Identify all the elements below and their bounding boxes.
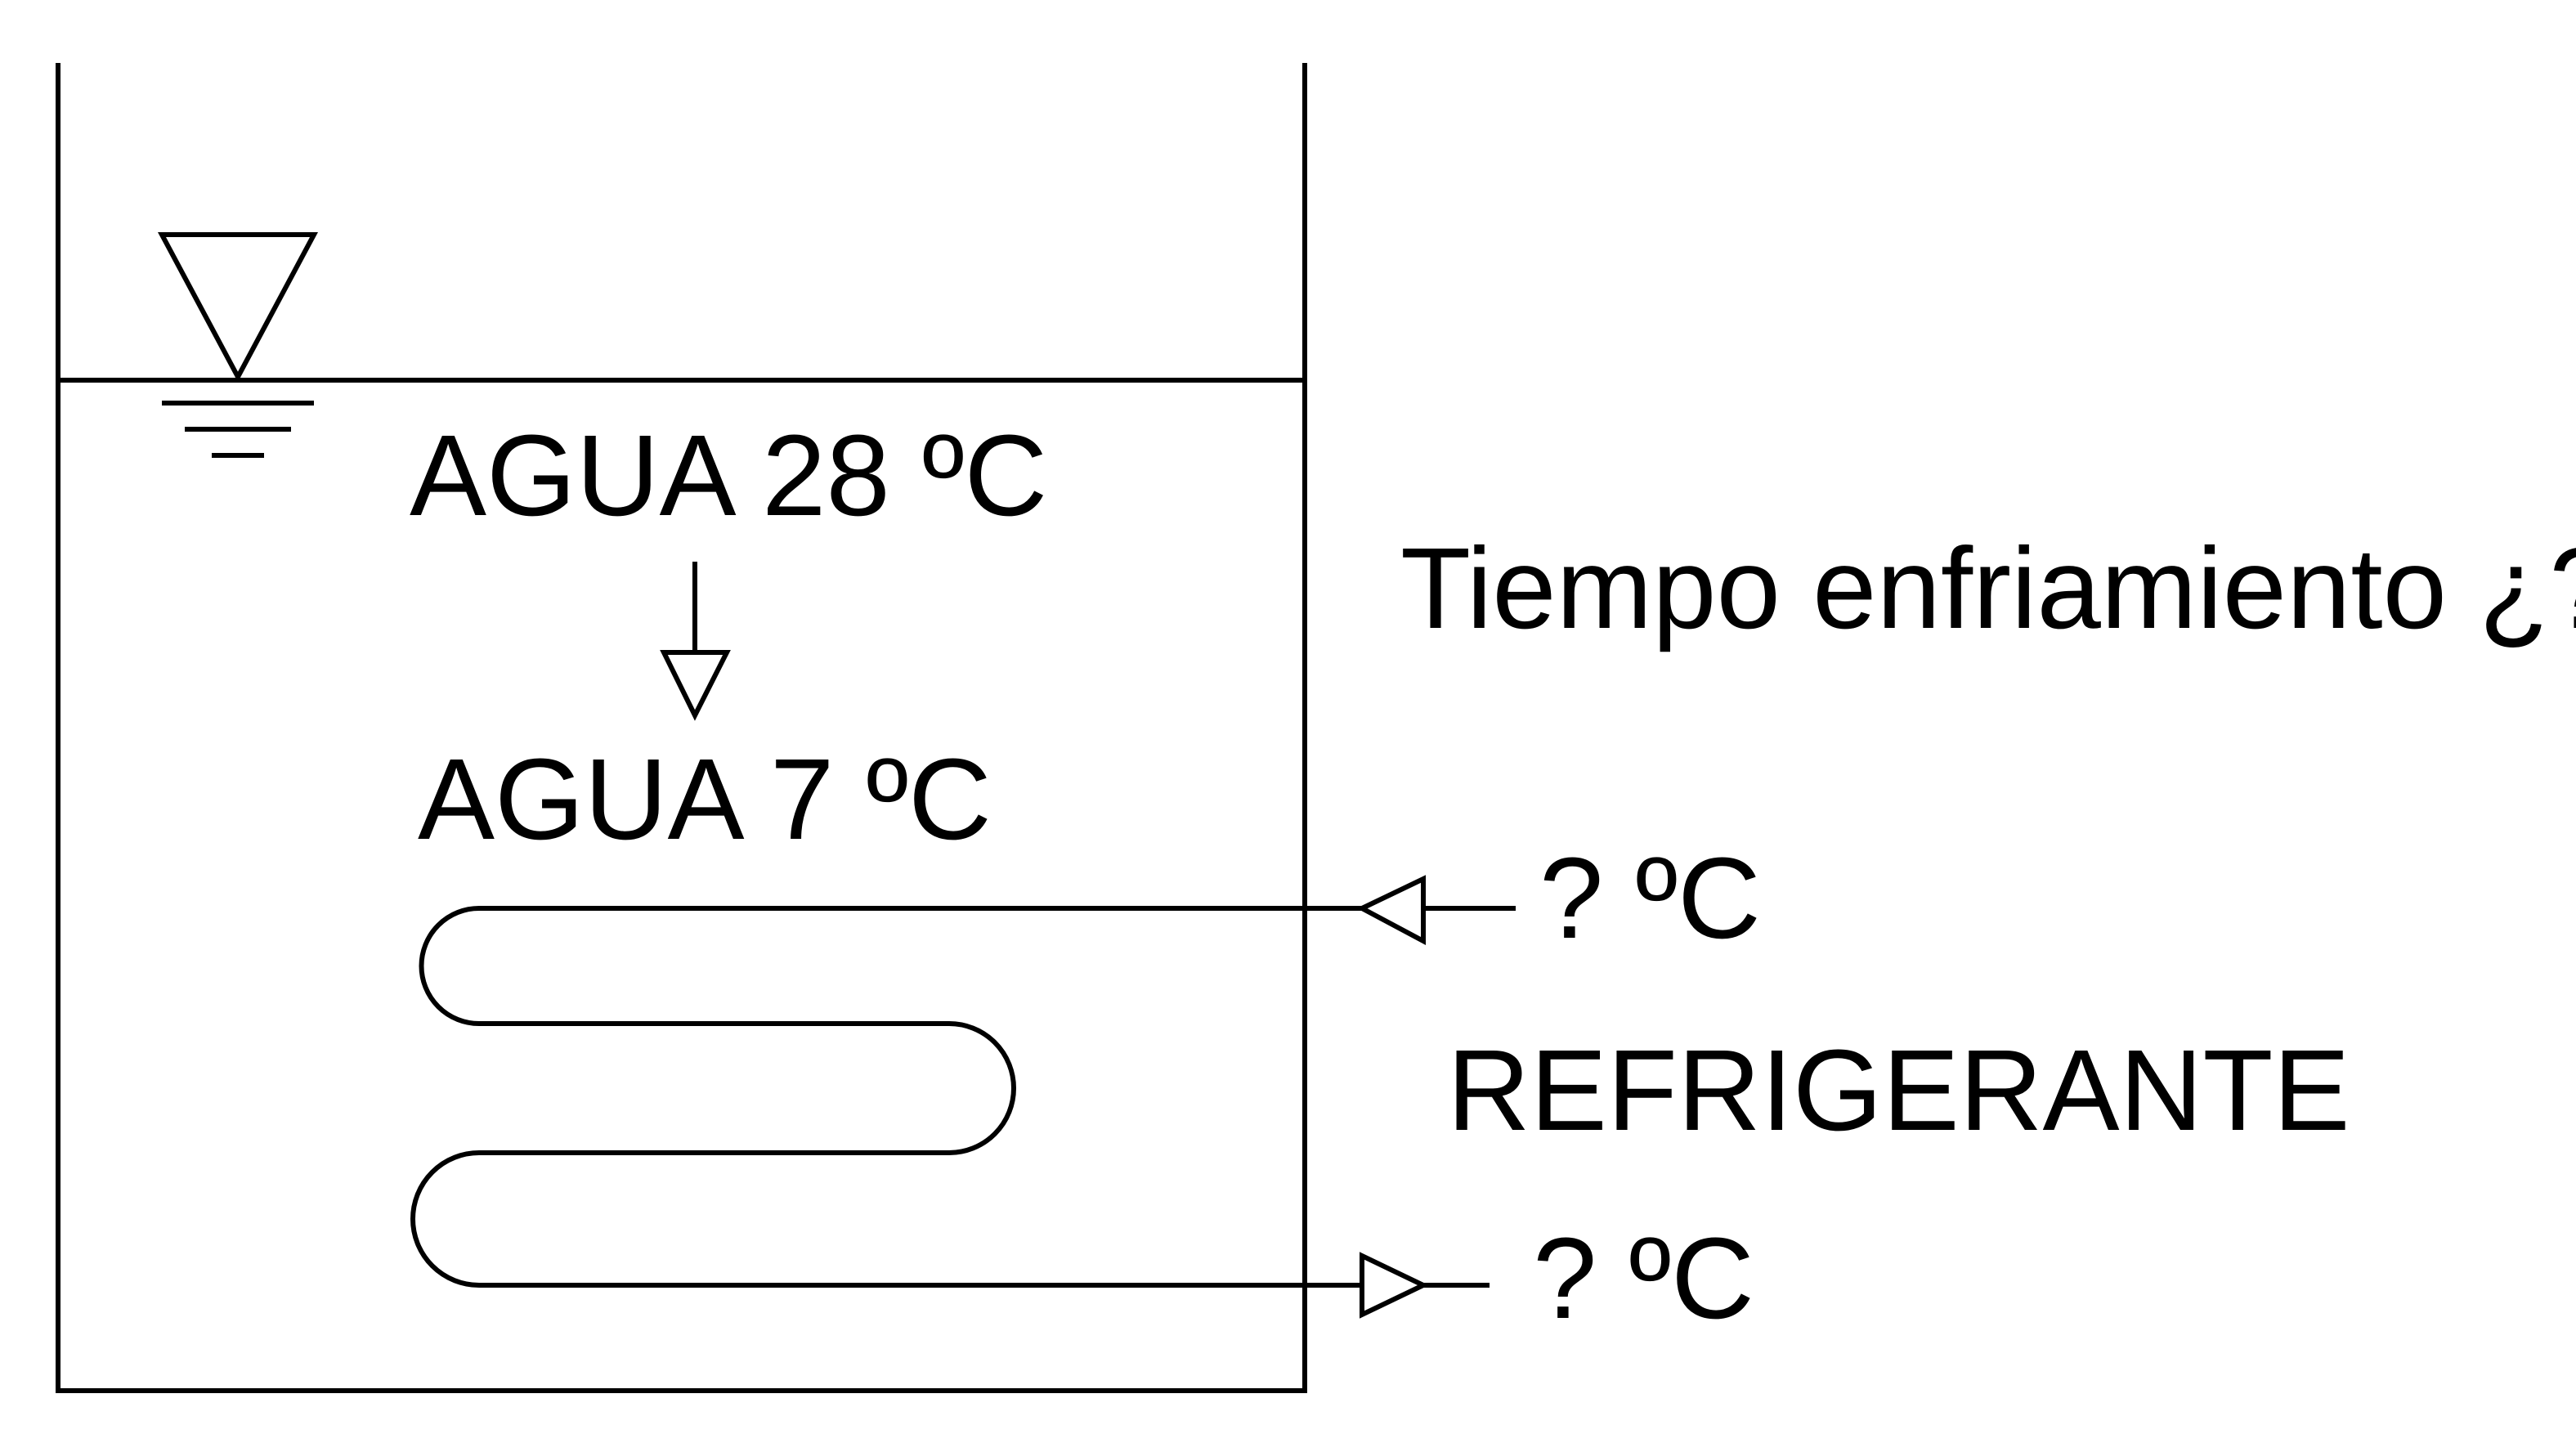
refrigerant-inlet-temp: ? ºC: [1539, 833, 1761, 962]
inlet-arrow-icon: [1356, 875, 1426, 945]
final-water-label: AGUA 7 ºC: [418, 734, 992, 863]
cooling-time-question: Tiempo enfriamiento ¿?: [1400, 523, 2576, 652]
water-level-icon: [157, 232, 319, 458]
arrow-down-icon: [660, 562, 731, 721]
refrigerant-outlet-temp: ? ºC: [1533, 1213, 1754, 1342]
tank-outline: [56, 63, 1307, 1393]
outlet-arrow-icon: [1360, 1252, 1429, 1319]
initial-water-label: AGUA 28 ºC: [410, 410, 1047, 540]
refrigerant-label: REFRIGERANTE: [1447, 1025, 2350, 1154]
refrigerant-coil: [410, 906, 1516, 1288]
